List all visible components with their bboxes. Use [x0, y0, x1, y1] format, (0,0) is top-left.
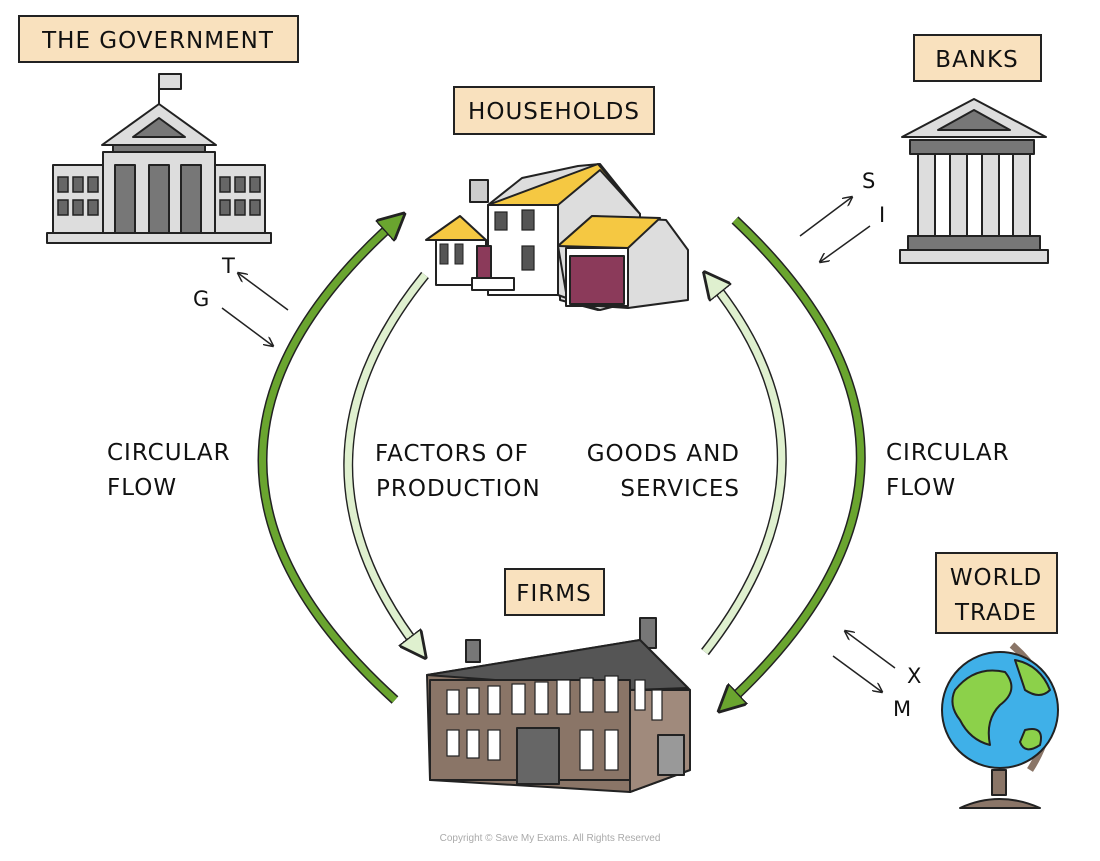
households-label-text: HOUSEHOLDS: [468, 99, 640, 125]
firms-label-text: FIRMS: [516, 581, 591, 607]
firms-label: FIRMS: [504, 568, 605, 616]
taxes-label: T: [221, 254, 235, 278]
government-label: THE GOVERNMENT: [18, 15, 299, 63]
bank-building-icon: [899, 98, 1049, 264]
circular-flow-right-text: CIRCULAR: [886, 440, 1010, 466]
government-spending-label: G: [193, 287, 209, 311]
factors-of-production-text: FACTORS OF: [375, 441, 529, 467]
government-building-icon: [46, 73, 272, 244]
world-trade-label: WORLD TRADE: [935, 552, 1058, 634]
taxes-arrow: [238, 273, 289, 311]
goods-and-services-arrow: [701, 282, 787, 656]
households-label: HOUSEHOLDS: [453, 86, 655, 135]
government-label-text: THE GOVERNMENT: [41, 28, 274, 54]
goods-and-services-text-2: SERVICES: [620, 476, 740, 502]
imports-arrow: [832, 655, 882, 692]
exports-label: X: [907, 664, 921, 688]
factory-icon: [426, 617, 691, 793]
circular-flow-arrow-left: [257, 222, 396, 704]
houses-icon: [425, 163, 689, 311]
savings-arrow: [799, 197, 852, 237]
circular-flow-left-text-2: FLOW: [107, 475, 177, 501]
world-trade-label-text: WORLD: [950, 565, 1042, 591]
government-spending-arrow: [221, 307, 273, 346]
goods-and-services-text: GOODS AND: [587, 441, 740, 467]
copyright-text: Copyright © Save My Exams. All Rights Re…: [440, 833, 661, 844]
globe-icon: [941, 642, 1059, 809]
circular-flow-left-text: CIRCULAR: [107, 440, 231, 466]
banks-label-text: BANKS: [935, 47, 1018, 73]
world-trade-label-text-2: TRADE: [954, 600, 1037, 626]
investment-arrow: [820, 225, 871, 262]
exports-arrow: [845, 631, 896, 669]
circular-flow-right-text-2: FLOW: [886, 475, 956, 501]
factors-of-production-arrow: [343, 271, 429, 648]
investment-label: I: [879, 203, 885, 227]
banks-label: BANKS: [913, 34, 1042, 82]
factors-of-production-text-2: PRODUCTION: [376, 476, 541, 502]
savings-label: S: [862, 169, 875, 193]
imports-label: M: [893, 697, 911, 721]
circular-flow-arrow-right: [728, 216, 866, 703]
